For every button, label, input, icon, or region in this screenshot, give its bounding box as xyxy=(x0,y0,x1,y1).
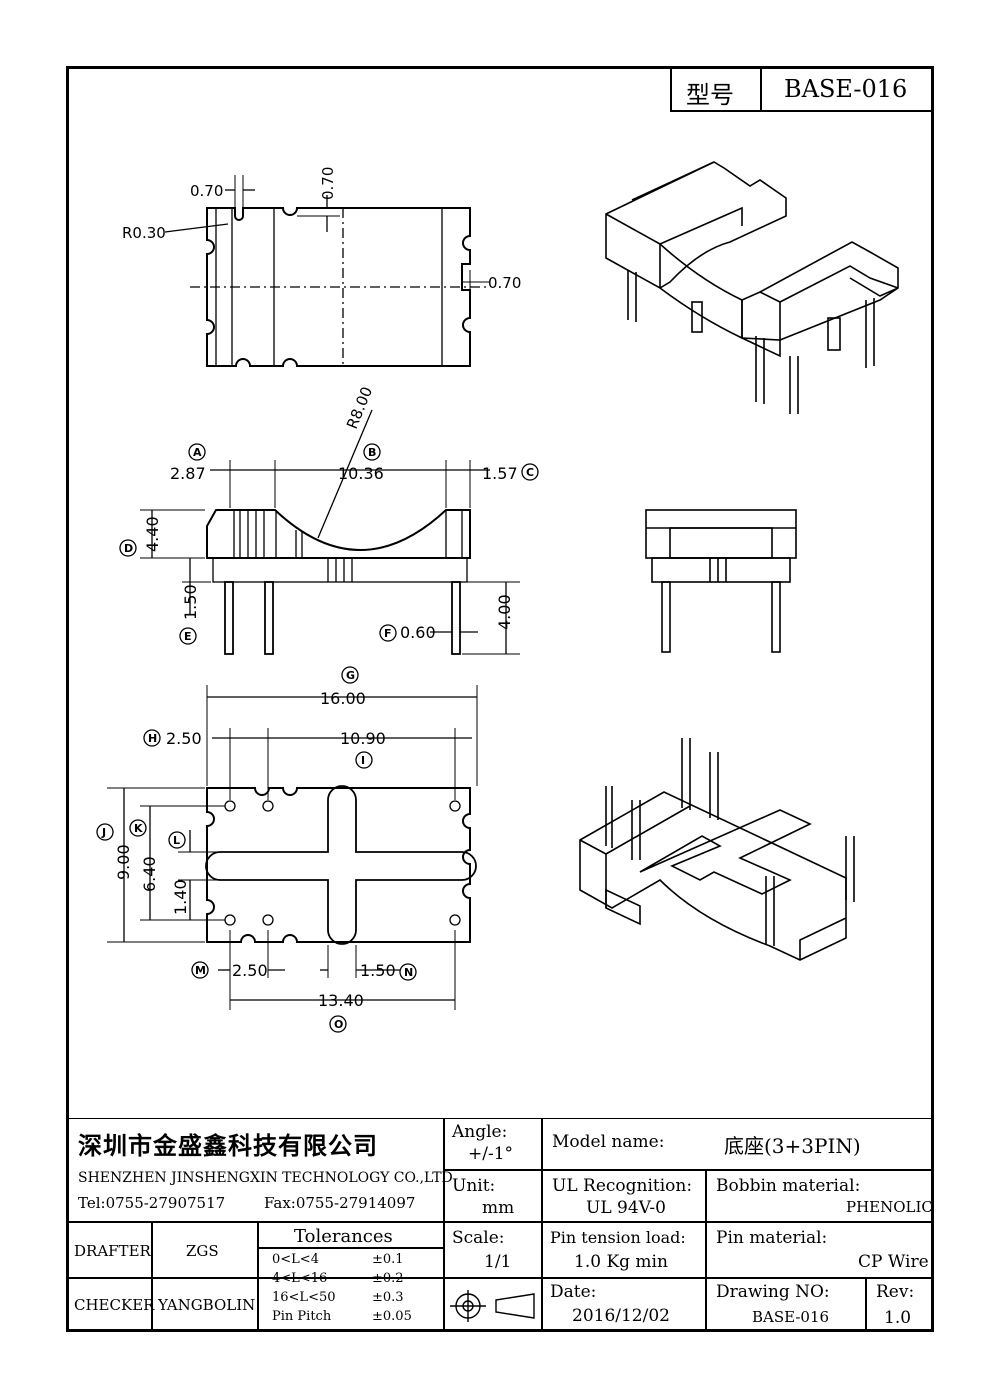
model-label: 型号 xyxy=(686,81,734,109)
dim-l-value: 1.40 xyxy=(171,879,190,915)
drawing-no-label: Drawing NO: xyxy=(716,1282,830,1302)
isometric-view-bottom xyxy=(579,738,855,961)
title-block: 深圳市金盛鑫科技有限公司 SHENZHEN JINSHENGXIN TECHNO… xyxy=(66,1118,934,1332)
dim-o-value: 13.40 xyxy=(318,991,364,1010)
top-view xyxy=(164,175,490,367)
tolerance-row: 0<L<4 ±0.1 xyxy=(272,1252,442,1271)
drafter-label: DRAFTER xyxy=(74,1242,151,1260)
callout-a: A xyxy=(193,446,202,459)
callout-b: B xyxy=(368,446,376,459)
model-box: 型号 BASE-016 xyxy=(670,68,932,112)
pin-tension-value: 1.0 Kg min xyxy=(574,1252,668,1272)
unit-label: Unit: xyxy=(452,1176,496,1196)
drawing-frame xyxy=(66,66,934,1332)
callout-f: F xyxy=(384,627,392,640)
dim-h-value: 2.50 xyxy=(166,729,202,748)
tolerance-row: Pin Pitch ±0.05 xyxy=(272,1309,442,1328)
tolerance-value: ±0.05 xyxy=(372,1309,412,1324)
dim-j-value: 9.00 xyxy=(114,844,133,880)
dim-d-value: 4.40 xyxy=(143,516,162,552)
tolerance-value: ±0.2 xyxy=(372,1271,404,1286)
rev-label: Rev: xyxy=(876,1282,915,1302)
model-name-label: Model name: xyxy=(552,1132,665,1152)
angle-value: +/-1° xyxy=(468,1144,514,1164)
technical-drawing: 0.70 0.70 R0.30 0.70 xyxy=(96,161,899,1033)
dim-b-value: 10.36 xyxy=(338,464,384,483)
callout-d: D xyxy=(124,542,133,555)
dim-m-value: 2.50 xyxy=(232,961,268,980)
top-notch-d: 0.70 xyxy=(319,167,337,200)
angle-label: Angle: xyxy=(452,1122,508,1142)
pin-tension-label: Pin tension load: xyxy=(550,1228,686,1247)
bobbin-material-label: Bobbin material: xyxy=(716,1176,861,1196)
scale-label: Scale: xyxy=(452,1228,505,1248)
dim-n-value: 1.50 xyxy=(360,961,396,980)
ul-value: UL 94V-0 xyxy=(586,1198,666,1218)
callout-e: E xyxy=(184,630,192,643)
dim-f-value: 0.60 xyxy=(400,623,436,642)
pin-material-value: CP Wire xyxy=(858,1252,929,1272)
tolerance-range: Pin Pitch xyxy=(272,1309,332,1324)
bottom-view xyxy=(107,685,478,1010)
dim-g-value: 16.00 xyxy=(320,689,366,708)
isometric-view-top xyxy=(605,161,899,414)
date-value: 2016/12/02 xyxy=(572,1306,670,1326)
callout-l: L xyxy=(173,834,180,847)
pin-material-label: Pin material: xyxy=(716,1228,828,1248)
tolerances-label: Tolerances xyxy=(294,1226,393,1247)
callout-m: M xyxy=(195,964,206,977)
dim-i-value: 10.90 xyxy=(340,729,386,748)
model-value: BASE-016 xyxy=(784,75,908,103)
projection-symbol xyxy=(450,1290,535,1322)
callout-o: O xyxy=(334,1018,343,1031)
side-view xyxy=(140,409,520,655)
top-notch-w: 0.70 xyxy=(190,182,223,200)
top-side-notch: 0.70 xyxy=(488,274,521,292)
callout-j: J xyxy=(101,826,106,839)
tolerance-table: 0<L<4 ±0.1 4<L<16 ±0.2 16<L<50 ±0.3 Pin … xyxy=(272,1252,442,1328)
unit-value: mm xyxy=(482,1198,515,1218)
scale-value: 1/1 xyxy=(484,1252,512,1272)
drafter-value: ZGS xyxy=(186,1242,219,1260)
company-fax: Fax:0755-27914097 xyxy=(264,1194,416,1212)
bobbin-material-value: PHENOLIC xyxy=(846,1198,933,1216)
callout-k: K xyxy=(134,822,143,835)
ul-label: UL Recognition: xyxy=(552,1176,693,1196)
callout-n: N xyxy=(404,966,413,979)
callout-i: I xyxy=(361,754,365,767)
pin-length-value: 4.00 xyxy=(495,594,514,630)
model-name-value: 底座(3+3PIN) xyxy=(724,1134,861,1158)
callout-markers: A B C D E F G H I J K L M N O xyxy=(96,443,539,1033)
tolerance-range: 16<L<50 xyxy=(272,1290,336,1305)
company-name-en: SHENZHEN JINSHENGXIN TECHNOLOGY CO.,LTD xyxy=(78,1170,453,1186)
checker-label: CHECKER xyxy=(74,1296,155,1314)
dim-c-value: 1.57 xyxy=(482,464,518,483)
dim-k-value: 6.40 xyxy=(140,856,159,892)
company-name-cn: 深圳市金盛鑫科技有限公司 xyxy=(78,1131,378,1160)
front-view xyxy=(645,509,797,653)
checker-value: YANGBOLIN xyxy=(158,1296,256,1314)
tolerance-range: 0<L<4 xyxy=(272,1252,319,1267)
callout-c: C xyxy=(526,466,534,479)
drawing-no-value: BASE-016 xyxy=(752,1308,830,1326)
date-label: Date: xyxy=(550,1282,597,1302)
tolerance-row: 4<L<16 ±0.2 xyxy=(272,1271,442,1290)
top-radius: R0.30 xyxy=(122,224,166,242)
dim-e-value: 1.50 xyxy=(181,584,200,620)
callout-g: G xyxy=(346,669,355,682)
rev-value: 1.0 xyxy=(884,1308,912,1328)
dim-a-value: 2.87 xyxy=(170,464,206,483)
tolerance-row: 16<L<50 ±0.3 xyxy=(272,1290,442,1309)
company-tel: Tel:0755-27907517 xyxy=(78,1194,226,1212)
side-arc-radius: R8.00 xyxy=(343,384,376,431)
tolerance-value: ±0.3 xyxy=(372,1290,404,1305)
tolerance-range: 4<L<16 xyxy=(272,1271,328,1286)
callout-h: H xyxy=(148,732,157,745)
tolerance-value: ±0.1 xyxy=(372,1252,404,1267)
